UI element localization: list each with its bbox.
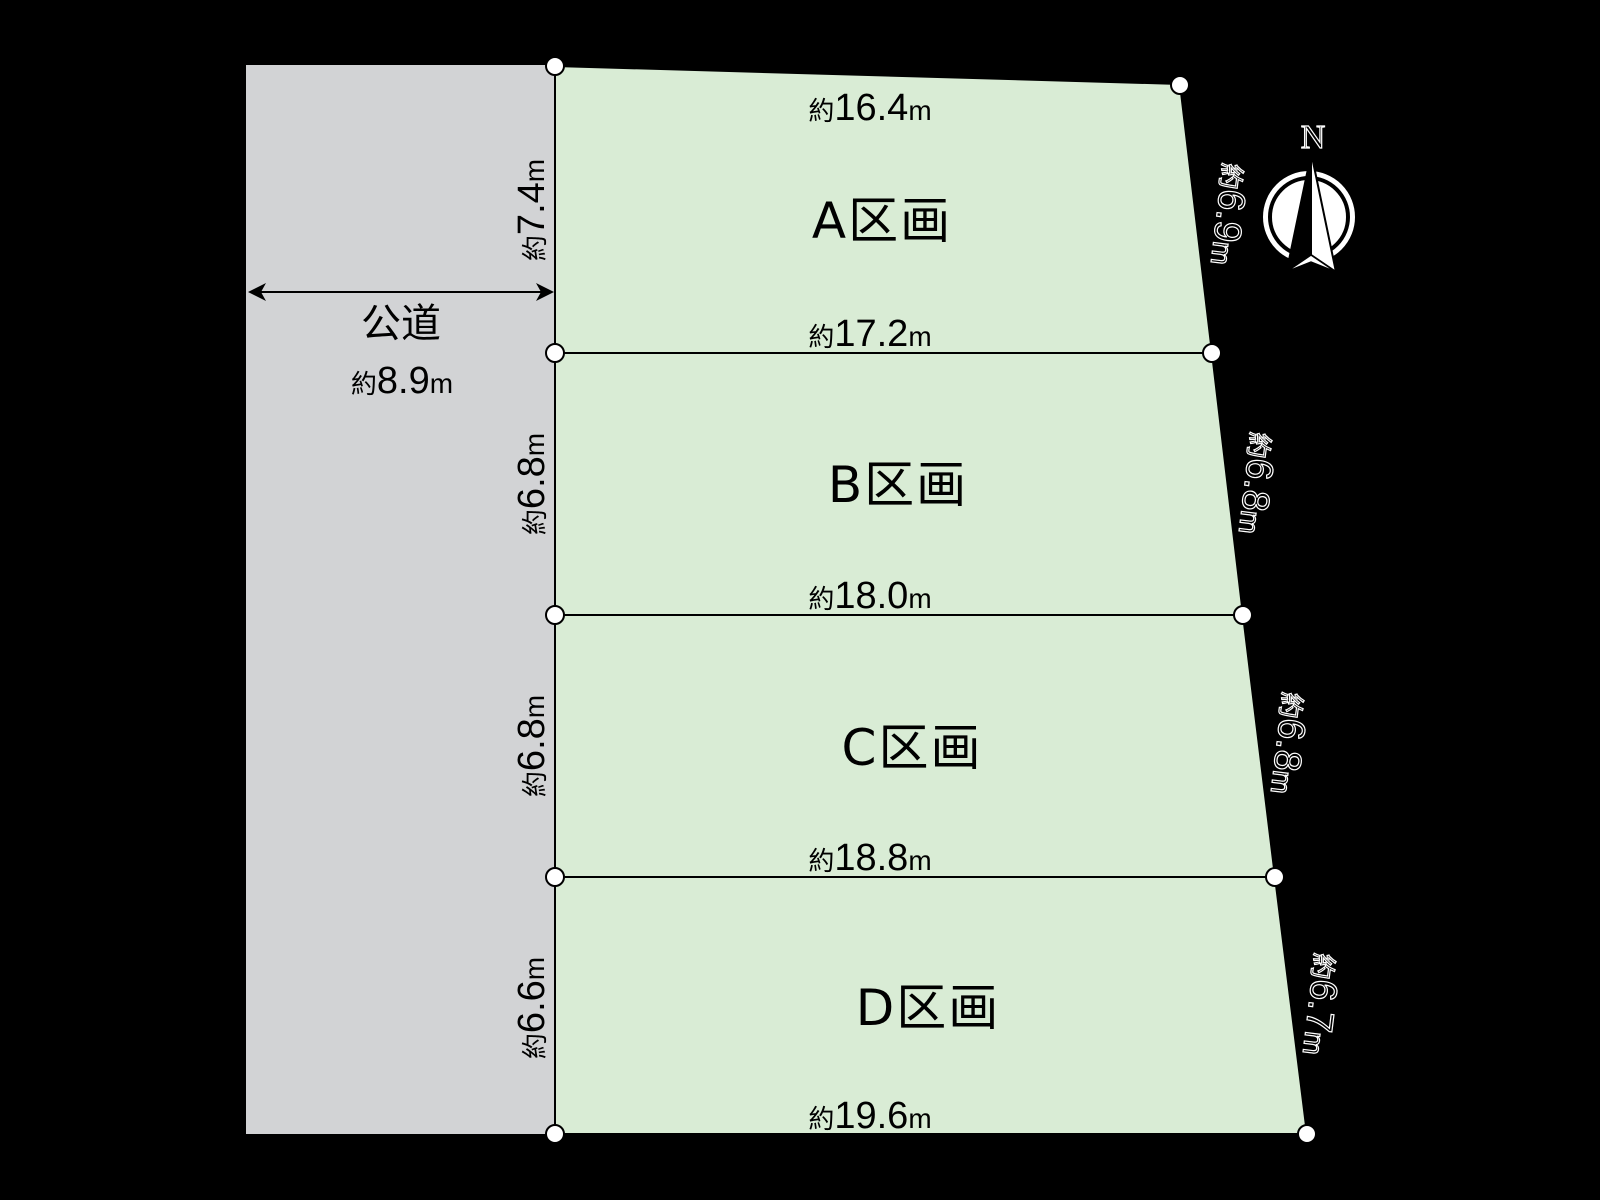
vertex-marker-icon[interactable]: [1233, 605, 1253, 625]
lot-b-right-dimension: 約6.8m: [1230, 430, 1284, 537]
north-arrow-tail-icon: [1285, 254, 1337, 273]
road-width-arrow: [248, 283, 554, 301]
compass-north-label: N: [1301, 119, 1326, 156]
arrowhead-left-icon: [248, 283, 266, 301]
lot-c-left-dimension: 約6.8m: [511, 695, 553, 797]
lot-d-right-dimension: 約6.7m: [1294, 951, 1348, 1058]
lot-c-label: C区画: [842, 719, 983, 777]
arrowhead-right-icon: [536, 283, 554, 301]
road-label: 公道: [361, 301, 441, 347]
north-compass: N: [1261, 118, 1357, 275]
lot-d-top-dimension: 約18.8m: [808, 837, 931, 879]
lot-b-left-dimension: 約6.8m: [511, 433, 553, 535]
vertex-marker-icon[interactable]: [1202, 343, 1222, 363]
road-width-dimension: 約8.9m: [351, 360, 453, 402]
lots: [554, 64, 1309, 1135]
bottom-frontage-dimension: 約19.6m: [808, 1095, 931, 1137]
vertex-marker-icon[interactable]: [545, 343, 565, 363]
vertex-marker-icon[interactable]: [545, 1124, 565, 1144]
vertex-marker-icon[interactable]: [1297, 1124, 1317, 1144]
lot-c-right-dimension: 約6.8m: [1262, 690, 1316, 797]
lot-b-top-dimension: 約17.2m: [808, 313, 931, 355]
lot-c-top-dimension: 約18.0m: [808, 575, 931, 617]
vertex-marker-icon[interactable]: [545, 56, 565, 76]
lot-a-label: A区画: [812, 192, 952, 250]
lot-b-label: B区画: [828, 456, 968, 514]
lot-d-left-dimension: 約6.6m: [511, 957, 553, 1059]
vertex-marker-icon[interactable]: [1170, 75, 1190, 95]
public-road: 公道 約8.9m: [244, 65, 555, 1134]
lot-a-top-dimension: 約16.4m: [808, 87, 931, 129]
vertex-marker-icon[interactable]: [545, 867, 565, 887]
lot-d-label: D区画: [856, 979, 1001, 1037]
road-area: [244, 65, 555, 1134]
boundary-markers: [545, 56, 1317, 1144]
vertex-marker-icon[interactable]: [545, 605, 565, 625]
lot-a-left-dimension: 約7.4m: [511, 159, 553, 261]
lot-a-right-dimension: 約6.9m: [1202, 161, 1256, 268]
vertex-marker-icon[interactable]: [1265, 867, 1285, 887]
